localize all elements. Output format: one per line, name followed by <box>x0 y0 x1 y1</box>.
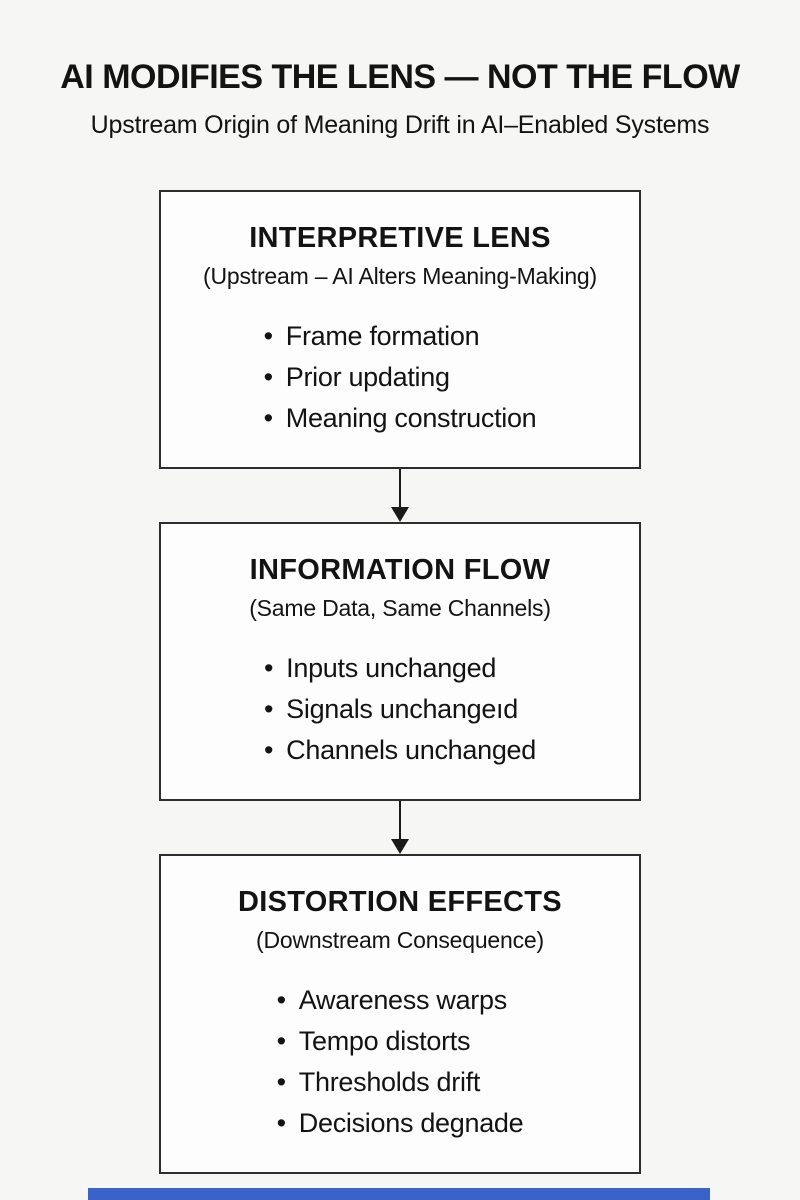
bullet-list: • Frame formation • Prior updating • Meanin… <box>264 316 537 439</box>
list-item: • Tempo distorts <box>277 1021 524 1062</box>
box-subheading: (Same Data, Same Channels) <box>249 594 551 621</box>
bullet-icon: • <box>263 361 273 392</box>
bullet-icon: • <box>263 320 273 351</box>
box-subheading: (Upstream – AI Alters Meaning-Making) <box>203 262 597 289</box>
bullet-icon: • <box>276 984 286 1015</box>
page-subtitle: Upstream Origin of Meaning Drift in AI–E… <box>90 110 710 139</box>
list-item: • Frame formation <box>264 316 537 357</box>
bullet-list: • Inputs unchanged • Signals unchangeıd • C… <box>264 648 536 771</box>
box-subheading: (Downstream Consequence) <box>256 926 544 953</box>
box-heading: INTERPRETIVE LENS <box>249 221 551 254</box>
bullet-label: Channels unchanged <box>286 734 536 765</box>
bullet-icon: • <box>276 1107 286 1138</box>
box-interpretive-lens: INTERPRETIVE LENS (Upstream – AI Alters … <box>159 189 641 469</box>
list-item: • Signals unchangeıd <box>264 689 536 730</box>
page-title: AI MODIFIES THE LENS — NOT THE FLOW <box>60 58 740 96</box>
list-item: • Thresholds drift <box>277 1062 524 1103</box>
header: AI MODIFIES THE LENS — NOT THE FLOW Upst… <box>0 0 800 140</box>
arrow-down-icon <box>391 838 409 854</box>
arrow-down-connector <box>159 468 641 522</box>
box-heading: DISTORTION EFFECTS <box>238 885 562 918</box>
bullet-icon: • <box>276 1025 286 1056</box>
flow-diagram: INTERPRETIVE LENS (Upstream – AI Alters … <box>159 189 641 1174</box>
bullet-label: Thresholds drift <box>298 1066 481 1097</box>
arrow-down-connector <box>159 800 641 854</box>
bullet-label: Tempo distorts <box>298 1025 471 1056</box>
arrow-down-icon <box>391 506 409 522</box>
list-item: • Awareness warps <box>277 980 524 1021</box>
bullet-label: Meaning construction <box>285 402 537 433</box>
arrow-stem <box>399 468 401 509</box>
bullet-icon: • <box>276 1066 286 1097</box>
bullet-icon: • <box>264 652 274 683</box>
box-heading: INFORMATION FLOW <box>249 553 551 586</box>
bullet-label: Frame formation <box>285 320 480 351</box>
list-item: • Prior updating <box>264 357 537 398</box>
list-item: • Channels unchanged <box>264 730 536 771</box>
bullet-label: Signals unchangeıd <box>286 693 518 724</box>
bullet-icon: • <box>264 734 274 765</box>
list-item: • Decisions degnade <box>277 1103 524 1144</box>
list-item: • Meaning construction <box>264 398 537 439</box>
box-distortion-effects: DISTORTION EFFECTS (Downstream Consequen… <box>159 853 641 1174</box>
bullet-icon: • <box>264 693 274 724</box>
bottom-accent-bar <box>88 1188 710 1200</box>
bullet-icon: • <box>263 402 273 433</box>
bullet-label: Inputs unchanged <box>286 652 497 683</box>
bullet-label: Prior updating <box>285 361 450 392</box>
bullet-list: • Awareness warps • Tempo distorts • Thresh… <box>277 980 524 1144</box>
bullet-label: Decisions degnade <box>298 1107 524 1138</box>
bullet-label: Awareness warps <box>298 984 507 1015</box>
list-item: • Inputs unchanged <box>264 648 536 689</box>
arrow-stem <box>399 800 401 841</box>
box-information-flow: INFORMATION FLOW (Same Data, Same Channe… <box>159 521 641 801</box>
